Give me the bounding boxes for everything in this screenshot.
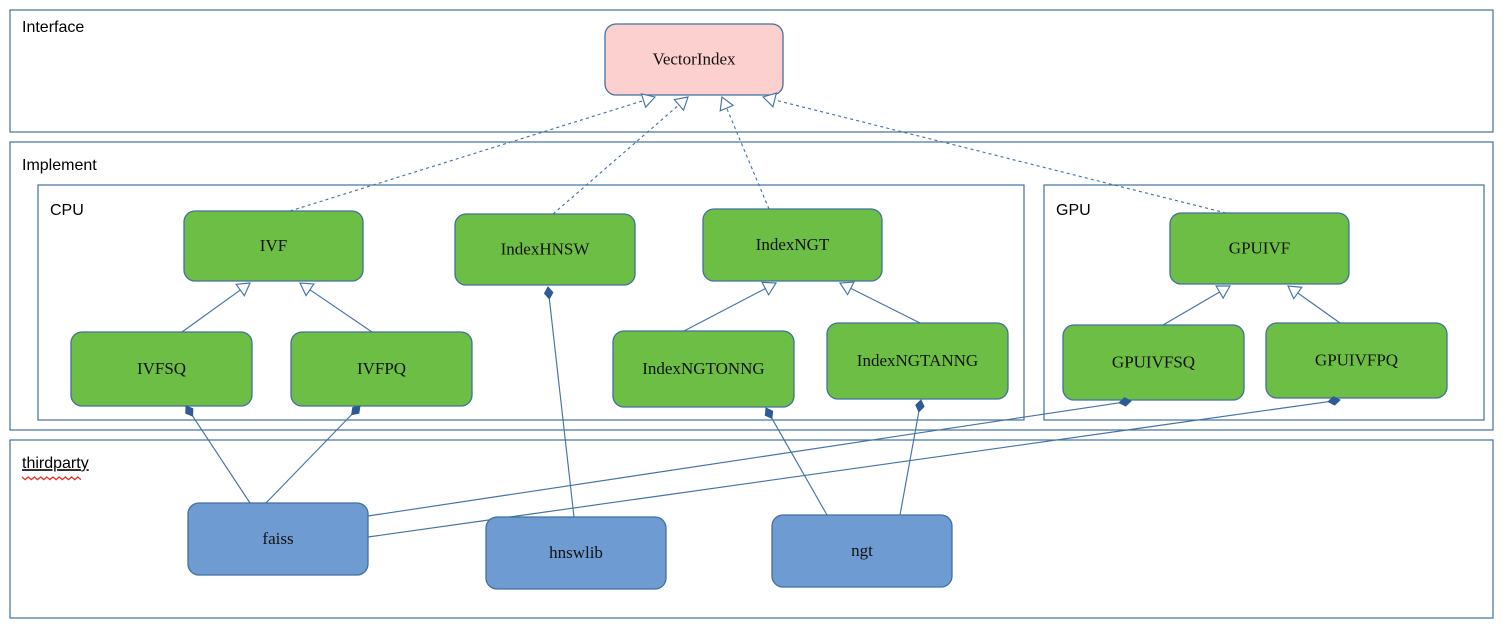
group-label-cpu: CPU xyxy=(50,202,84,219)
node-rect-indexngtonng[interactable] xyxy=(612,330,795,408)
edge-faiss-gpuivfpq xyxy=(367,400,1330,538)
edge-ngt-indexngtonng xyxy=(770,417,828,516)
node-gpuivfsq[interactable]: GPUIVFSQ xyxy=(1062,324,1245,401)
edge-faiss-ivfpq xyxy=(265,413,353,504)
node-rect-ivfsq[interactable] xyxy=(70,331,253,407)
edge-hnswlib-indexhnsw xyxy=(548,297,575,518)
node-rect-vectorindex[interactable] xyxy=(604,23,784,96)
composition-diamond-hnswlib-indexhnsw xyxy=(543,286,554,300)
node-label-ivf: IVF xyxy=(260,236,287,255)
hollow-triangle-arrow-gpuivfsq-gpuivf xyxy=(1215,285,1231,300)
edge-indexngtonng-indexngt xyxy=(683,287,767,332)
node-ngt[interactable]: ngt xyxy=(771,514,953,588)
node-label-vectorindex: VectorIndex xyxy=(652,49,736,68)
hollow-triangle-arrow-ivfpq-ivf xyxy=(299,282,315,297)
composition-diamond-faiss-ivfpq xyxy=(351,405,361,416)
node-indexhnsw[interactable]: IndexHNSW xyxy=(454,213,636,286)
node-ivf[interactable]: IVF xyxy=(183,210,364,282)
hollow-triangle-arrow-indexngtanng-indexngt xyxy=(838,281,855,296)
node-label-ngt: ngt xyxy=(851,541,873,560)
hollow-triangle-arrow-indexngt-vectorindex xyxy=(719,95,735,112)
edge-gpuivfsq-gpuivf xyxy=(1162,291,1221,326)
hollow-triangle-arrow-indexhnsw-vectorindex xyxy=(673,96,689,112)
group-label-gpu: GPU xyxy=(1056,202,1091,219)
node-gpuivfpq[interactable]: GPUIVFPQ xyxy=(1265,322,1448,399)
edge-ivfsq-ivf xyxy=(181,288,242,333)
node-hnswlib[interactable]: hnswlib xyxy=(485,516,667,590)
edge-markers-layer xyxy=(185,92,1341,420)
node-faiss[interactable]: faiss xyxy=(187,502,369,576)
node-label-indexngtonng: IndexNGTONNG xyxy=(642,359,764,378)
edge-indexngtanng-indexngt xyxy=(849,287,921,324)
node-label-hnswlib: hnswlib xyxy=(549,543,603,562)
composition-diamond-ngt-indexngtonng xyxy=(764,407,774,420)
node-rect-gpuivfsq[interactable] xyxy=(1062,324,1245,401)
node-vectorindex[interactable]: VectorIndex xyxy=(604,23,784,96)
hollow-triangle-arrow-gpuivfpq-gpuivf xyxy=(1287,285,1303,300)
node-rect-gpuivfpq[interactable] xyxy=(1265,322,1448,399)
node-label-indexngtanng: IndexNGTANNG xyxy=(857,351,978,370)
edge-ivfpq-ivf xyxy=(308,288,373,333)
node-gpuivf[interactable]: GPUIVF xyxy=(1169,212,1350,285)
node-ivfsq[interactable]: IVFSQ xyxy=(70,331,253,407)
node-label-gpuivf: GPUIVF xyxy=(1229,238,1290,257)
hollow-triangle-arrow-indexngtonng-indexngt xyxy=(761,281,778,296)
edge-gpuivfpq-gpuivf xyxy=(1296,291,1341,324)
group-label-thirdparty: thirdparty xyxy=(22,455,89,472)
node-label-gpuivfpq: GPUIVFPQ xyxy=(1315,350,1398,369)
node-rect-indexngtanng[interactable] xyxy=(826,322,1009,400)
composition-diamond-faiss-gpuivfpq xyxy=(1327,396,1341,406)
node-rect-indexngt[interactable] xyxy=(702,208,883,282)
node-rect-ngt[interactable] xyxy=(771,514,953,588)
node-label-faiss: faiss xyxy=(262,529,293,548)
composition-diamond-faiss-ivfsq xyxy=(185,405,194,417)
group-label-interface: Interface xyxy=(22,19,84,36)
node-label-ivfsq: IVFSQ xyxy=(137,359,186,378)
node-indexngt[interactable]: IndexNGT xyxy=(702,208,883,282)
group-label-implement: Implement xyxy=(22,157,97,174)
edge-faiss-gpuivfsq xyxy=(367,402,1121,517)
composition-diamond-ngt-indexngtanng xyxy=(915,399,925,413)
edge-faiss-ivfsq xyxy=(191,414,251,504)
node-rect-faiss[interactable] xyxy=(187,502,369,576)
node-rect-gpuivf[interactable] xyxy=(1169,212,1350,285)
composition-diamond-faiss-gpuivfsq xyxy=(1118,397,1132,407)
hollow-triangle-arrow-gpuivf-vectorindex xyxy=(761,92,778,108)
hollow-triangle-arrow-ivf-vectorindex xyxy=(640,93,657,109)
node-rect-ivfpq[interactable] xyxy=(290,331,473,407)
edges-layer xyxy=(181,99,1341,538)
node-indexngtonng[interactable]: IndexNGTONNG xyxy=(612,330,795,408)
node-label-indexngt: IndexNGT xyxy=(756,235,830,254)
node-rect-ivf[interactable] xyxy=(183,210,364,282)
hollow-triangle-arrow-ivfsq-ivf xyxy=(235,282,251,297)
node-indexngtanng[interactable]: IndexNGTANNG xyxy=(826,322,1009,400)
node-ivfpq[interactable]: IVFPQ xyxy=(290,331,473,407)
node-label-ivfpq: IVFPQ xyxy=(357,359,406,378)
node-rect-hnswlib[interactable] xyxy=(485,516,667,590)
spellcheck-squiggle-thirdparty xyxy=(21,476,82,481)
node-label-gpuivfsq: GPUIVFSQ xyxy=(1112,352,1195,371)
edge-ngt-indexngtanng xyxy=(899,410,920,516)
node-rect-indexhnsw[interactable] xyxy=(454,213,636,286)
node-label-indexhnsw: IndexHNSW xyxy=(501,239,591,258)
